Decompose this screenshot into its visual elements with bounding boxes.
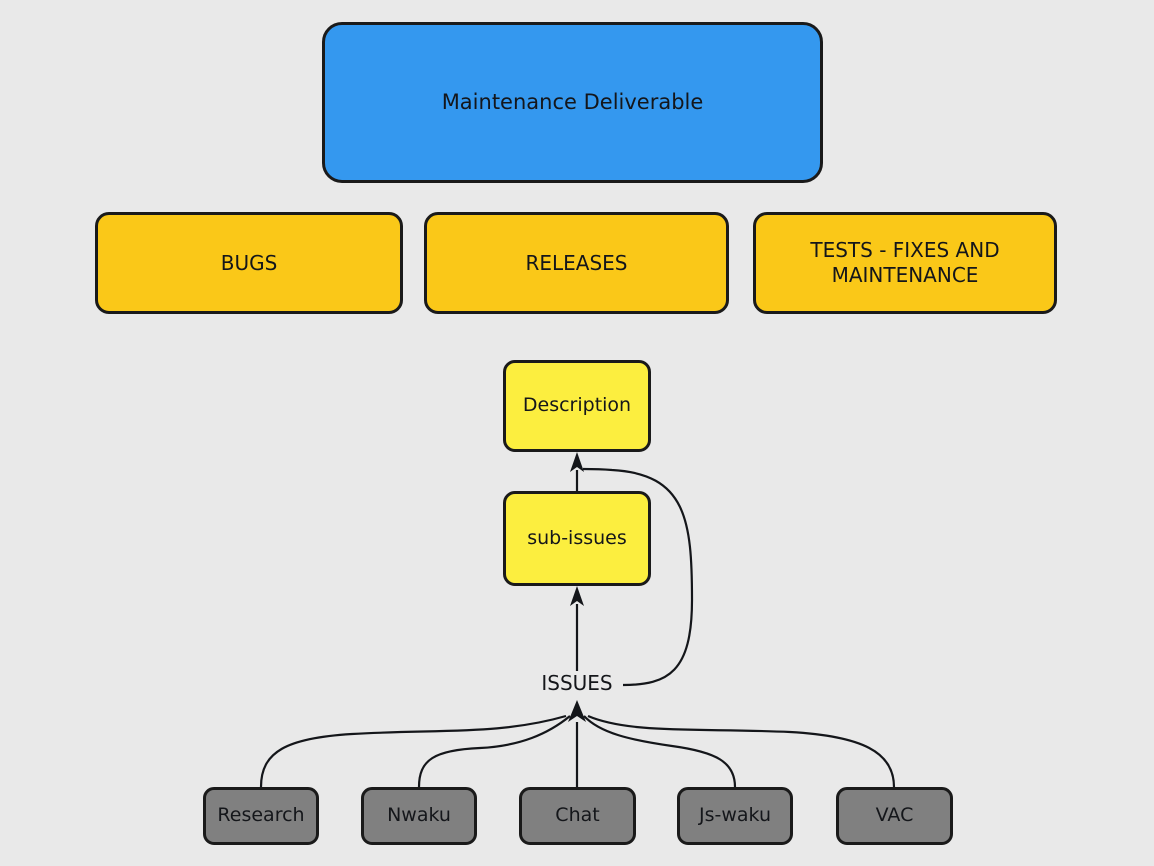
node-research[interactable]: Research [203,787,319,845]
node-vac[interactable]: VAC [836,787,953,845]
node-maintenance-deliverable-label: Maintenance Deliverable [441,90,704,115]
node-description[interactable]: Description [503,360,651,452]
node-tests-fixes-and-maintenance-label: TESTS - FIXES AND MAINTENANCE [810,238,1000,287]
node-chat[interactable]: Chat [519,787,636,845]
node-releases[interactable]: RELEASES [424,212,729,314]
edge-vac-to-issues [587,714,896,788]
node-chat-label: Chat [555,804,600,827]
arrowhead-issues [568,700,586,722]
edge-label-issues: ISSUES [531,671,623,695]
arrowhead-description [570,452,584,472]
node-nwaku[interactable]: Nwaku [361,787,477,845]
node-maintenance-deliverable[interactable]: Maintenance Deliverable [322,22,823,183]
node-description-label: Description [522,394,632,417]
arrowhead-subissues [570,586,584,606]
node-js-waku[interactable]: Js-waku [677,787,793,845]
node-research-label: Research [217,804,305,827]
edge-jswaku-to-issues [583,715,737,788]
node-bugs-label: BUGS [220,250,278,275]
node-sub-issues-label: sub-issues [527,526,627,549]
node-tests-fixes-and-maintenance[interactable]: TESTS - FIXES AND MAINTENANCE [753,212,1057,314]
node-releases-label: RELEASES [525,250,628,275]
node-js-waku-label: Js-waku [698,804,771,827]
node-vac-label: VAC [875,804,914,827]
node-nwaku-label: Nwaku [387,804,451,827]
node-bugs[interactable]: BUGS [95,212,403,314]
node-sub-issues[interactable]: sub-issues [503,491,651,586]
edge-nwaku-to-issues [417,715,571,788]
edge-research-to-issues [259,714,567,788]
